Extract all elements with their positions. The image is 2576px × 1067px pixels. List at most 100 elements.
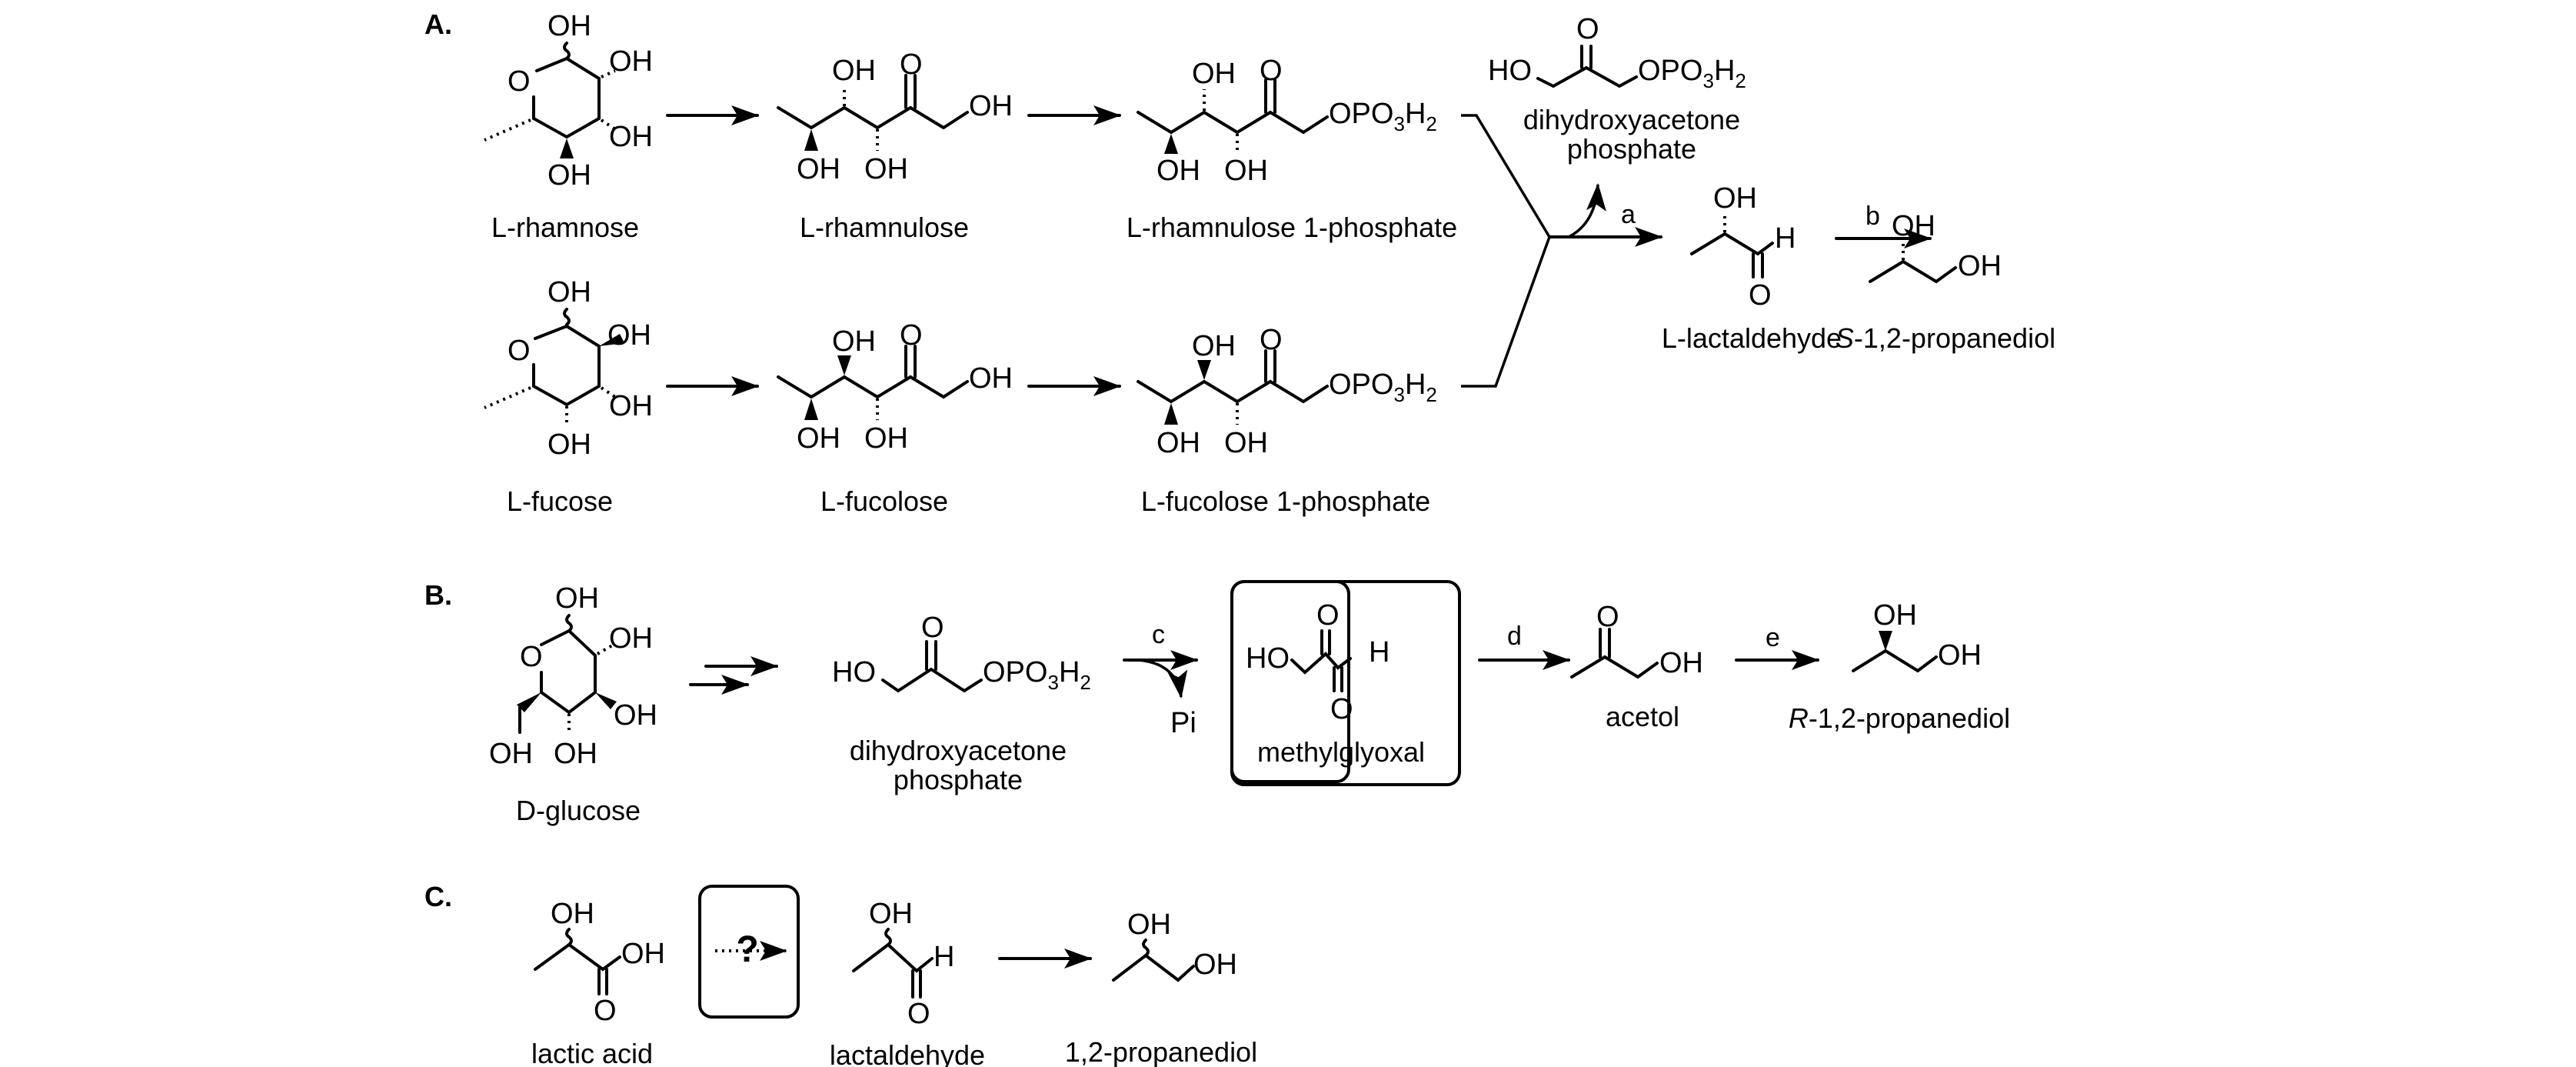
carbonyl-double-bond <box>904 345 917 378</box>
atom-label: OH <box>869 898 913 930</box>
carbonyl-double-bond <box>925 640 937 671</box>
compound-name: acetol <box>1606 701 1679 732</box>
wedge-bond <box>599 334 624 346</box>
atom-label: O <box>907 998 930 1030</box>
atom-label: OH <box>1659 647 1703 679</box>
wavy-bond <box>563 308 571 326</box>
atom-label: H <box>1369 636 1390 669</box>
wedge-bond <box>517 692 541 712</box>
step-label-b: b <box>1865 202 1880 231</box>
wedge-bond <box>804 398 818 420</box>
compound-name: lactic acid <box>531 1038 653 1067</box>
ring-oxygen: O <box>520 641 543 673</box>
compound-name: L-fucolose <box>820 485 948 517</box>
compound-name: 1,2-propanediol <box>1065 1036 1257 1067</box>
compound-name-line1: dihydroxyacetone <box>850 735 1067 766</box>
atom-label: OH <box>1873 599 1917 632</box>
step-label-d: d <box>1507 622 1522 651</box>
atom-label: O <box>1576 13 1599 45</box>
atom-label: OH <box>1192 58 1236 90</box>
wavy-bond <box>884 928 892 946</box>
atom-label: O <box>1596 601 1619 633</box>
atom-label: O <box>1330 693 1353 725</box>
atom-label: OH <box>609 121 653 153</box>
atom-label: OH <box>864 153 908 185</box>
atom-label: OH <box>614 699 657 732</box>
carbonyl-double-bond <box>904 74 917 109</box>
atom-label: O <box>1260 55 1283 87</box>
atom-label: O <box>1749 279 1772 312</box>
chain-bonds <box>1690 232 1774 256</box>
wedge-bond <box>1164 403 1178 425</box>
atom-label: O <box>900 319 923 352</box>
wavy-bond <box>563 42 571 60</box>
unknown-step: ? <box>698 885 800 1019</box>
ring-bonds <box>532 56 601 139</box>
wedge-bond <box>560 138 574 158</box>
atom-label: OH <box>797 153 840 185</box>
compound-name: methylglyoxal <box>1257 736 1425 768</box>
atom-label: OH <box>1224 155 1268 187</box>
molecule-dihydroxyacetone-phosphate-b: HO O OPO3H2 dihydroxyacetone phosphate <box>832 612 1091 795</box>
ring-oxygen: O <box>508 335 531 367</box>
chain-bonds <box>1570 655 1659 679</box>
chain-bonds <box>1536 65 1638 88</box>
wavy-bond <box>1142 939 1150 957</box>
convergence-line-bottom <box>1461 236 1551 388</box>
section-label-a: A. <box>424 8 452 40</box>
compound-name: R-1,2-propanediol <box>1789 702 2010 734</box>
atom-label: OH <box>607 319 651 352</box>
atom-label: OH <box>547 10 591 42</box>
molecule-lactaldehyde: OH O H lactaldehyde <box>830 898 985 1067</box>
molecule-l-rhamnulose: O OH OH OH OH L-rhamnulose <box>777 48 1013 243</box>
methylglyoxal-box <box>1230 580 1461 786</box>
molecule-l-rhamnulose-1-phosphate: O OPO3H2 OH OH OH L-rhamnulose 1-phospha… <box>1127 55 1457 243</box>
chain-bonds <box>1137 379 1329 404</box>
atom-label: OH <box>547 428 591 461</box>
atom-label: OH <box>1193 949 1237 981</box>
atom-label: OH <box>969 90 1013 122</box>
atom-label: OH <box>1127 909 1171 941</box>
chain-bonds <box>1869 259 1957 284</box>
compound-name: L-rhamnose <box>491 212 639 243</box>
hashed-methyl-bond <box>484 386 531 409</box>
wedge-bond <box>837 355 851 375</box>
carbonyl-double-bond <box>597 968 608 995</box>
phosphate-group: OPO3H2 <box>983 656 1091 694</box>
molecule-acetol: O OH acetol <box>1570 601 1703 732</box>
molecule-s-propanediol: OH OH S-1,2-propanediol <box>1835 210 2055 354</box>
chain-bonds <box>777 375 969 399</box>
atom-label: OH <box>832 55 876 87</box>
compound-name: L-rhamnulose 1-phosphate <box>1127 212 1457 243</box>
atom-label: HO <box>1246 642 1290 675</box>
chain-bonds <box>777 105 969 130</box>
step-label-a: a <box>1621 200 1636 229</box>
hashed-bond <box>601 69 616 78</box>
compound-name-line2: phosphate <box>894 764 1023 795</box>
chain-bonds <box>1137 110 1329 135</box>
chain-bonds <box>534 942 621 972</box>
ring-oxygen: O <box>508 65 531 98</box>
wedge-bond <box>804 129 818 151</box>
wedge-bond <box>1197 360 1211 380</box>
molecule-r-propanediol: OH OH R-1,2-propanediol <box>1789 599 2010 734</box>
hashed-bond <box>600 386 617 398</box>
atom-label: OH <box>551 898 594 930</box>
section-label-b: B. <box>424 579 452 611</box>
atom-label: OH <box>489 738 533 770</box>
wedge-bond <box>1164 134 1178 154</box>
atom-label: OH <box>554 738 597 770</box>
atom-label: O <box>594 995 617 1027</box>
molecule-l-fucolose-1-phosphate: O OPO3H2 OH OH OH L-fucolose 1-phosphate <box>1137 324 1437 517</box>
atom-label: OH <box>797 422 840 455</box>
atom-label: OH <box>621 938 665 970</box>
atom-label: OH <box>1713 182 1757 215</box>
molecule-l-fucolose: O OH OH OH OH L-fucolose <box>777 319 1013 517</box>
unknown-step-box <box>698 885 800 1019</box>
chain-bonds <box>881 667 983 693</box>
chain-bonds <box>852 942 934 973</box>
atom-label: OH <box>1192 330 1236 362</box>
atom-label: OH <box>1892 210 1935 242</box>
molecule-dihydroxyacetone-phosphate-a: HO O OPO3H2 dihydroxyacetone phosphate <box>1488 13 1746 165</box>
